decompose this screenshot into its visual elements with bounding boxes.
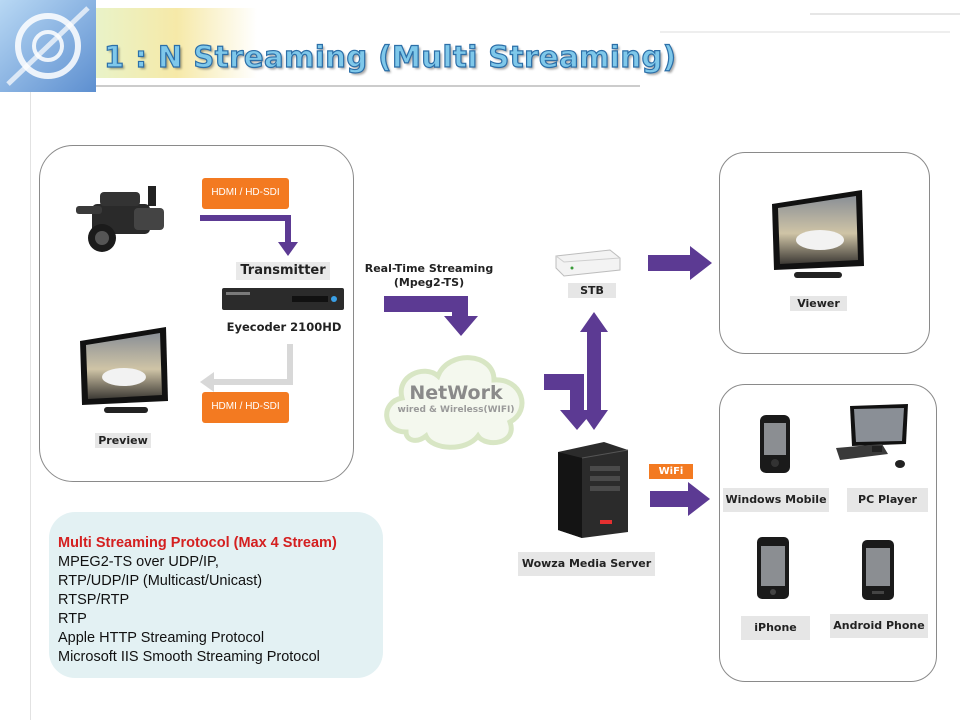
left-margin-line	[30, 92, 31, 720]
protocol-item: MPEG2-TS over UDP/IP,	[58, 554, 219, 570]
protocol-box	[49, 512, 383, 678]
iphone-label: iPhone	[741, 616, 810, 640]
protocol-title: Multi Streaming Protocol (Max 4 Stream)	[58, 535, 337, 551]
transmitter-to-network-arrow	[384, 296, 478, 336]
android-phone-icon	[862, 540, 894, 600]
iphone-icon	[757, 537, 789, 599]
network-cloud-icon	[384, 355, 525, 450]
pc-player-icon	[836, 404, 908, 468]
android-phone-label: Android Phone	[830, 614, 928, 638]
protocol-item: Apple HTTP Streaming Protocol	[58, 630, 265, 646]
preview-monitor-icon	[80, 327, 168, 413]
encoder-device-icon	[222, 288, 344, 310]
media-server-icon	[558, 442, 629, 538]
server-to-mobile-arrow	[650, 482, 710, 516]
header-band	[0, 0, 960, 92]
stb-box-icon	[555, 249, 621, 277]
device-model-label: Eyecoder 2100HD	[226, 320, 342, 334]
streaming-label-line2: (Mpeg2-TS)	[393, 276, 465, 289]
viewer-label: Viewer	[790, 296, 847, 311]
transmitter-to-preview-arrow	[200, 344, 293, 392]
source-panel	[39, 145, 354, 482]
hdmi-sdi-input-badge: HDMI / HD-SDI	[202, 178, 289, 209]
stb-to-viewer-arrow	[648, 246, 712, 280]
stb-server-bidirectional-arrow	[580, 312, 608, 430]
streaming-label-line1: Real-Time Streaming	[364, 262, 494, 275]
viewer-tv-icon	[772, 190, 864, 278]
network-cloud-subtitle: wired & Wireless(WIFI)	[397, 405, 515, 415]
camera-to-transmitter-arrow	[200, 215, 298, 256]
preview-label: Preview	[95, 433, 151, 448]
wifi-badge: WiFi	[649, 464, 693, 479]
slide-title: 1 : N Streaming (Multi Streaming)	[103, 39, 677, 74]
hdmi-sdi-output-badge: HDMI / HD-SDI	[202, 392, 289, 423]
windows-mobile-phone-icon	[760, 415, 790, 473]
windows-mobile-label: Windows Mobile	[723, 488, 829, 512]
network-cloud-title: NetWork	[409, 382, 503, 404]
protocol-item: RTSP/RTP	[58, 592, 130, 608]
media-server-label: Wowza Media Server	[518, 552, 655, 576]
protocol-item: RTP/UDP/IP (Multicast/Unicast)	[58, 573, 263, 589]
stb-label: STB	[568, 283, 616, 298]
pc-player-label: PC Player	[847, 488, 928, 512]
protocol-item: RTP	[58, 611, 87, 627]
transmitter-label: Transmitter	[236, 262, 330, 280]
camcorder-icon	[76, 186, 164, 252]
protocol-item: Microsoft IIS Smooth Streaming Protocol	[58, 649, 320, 665]
